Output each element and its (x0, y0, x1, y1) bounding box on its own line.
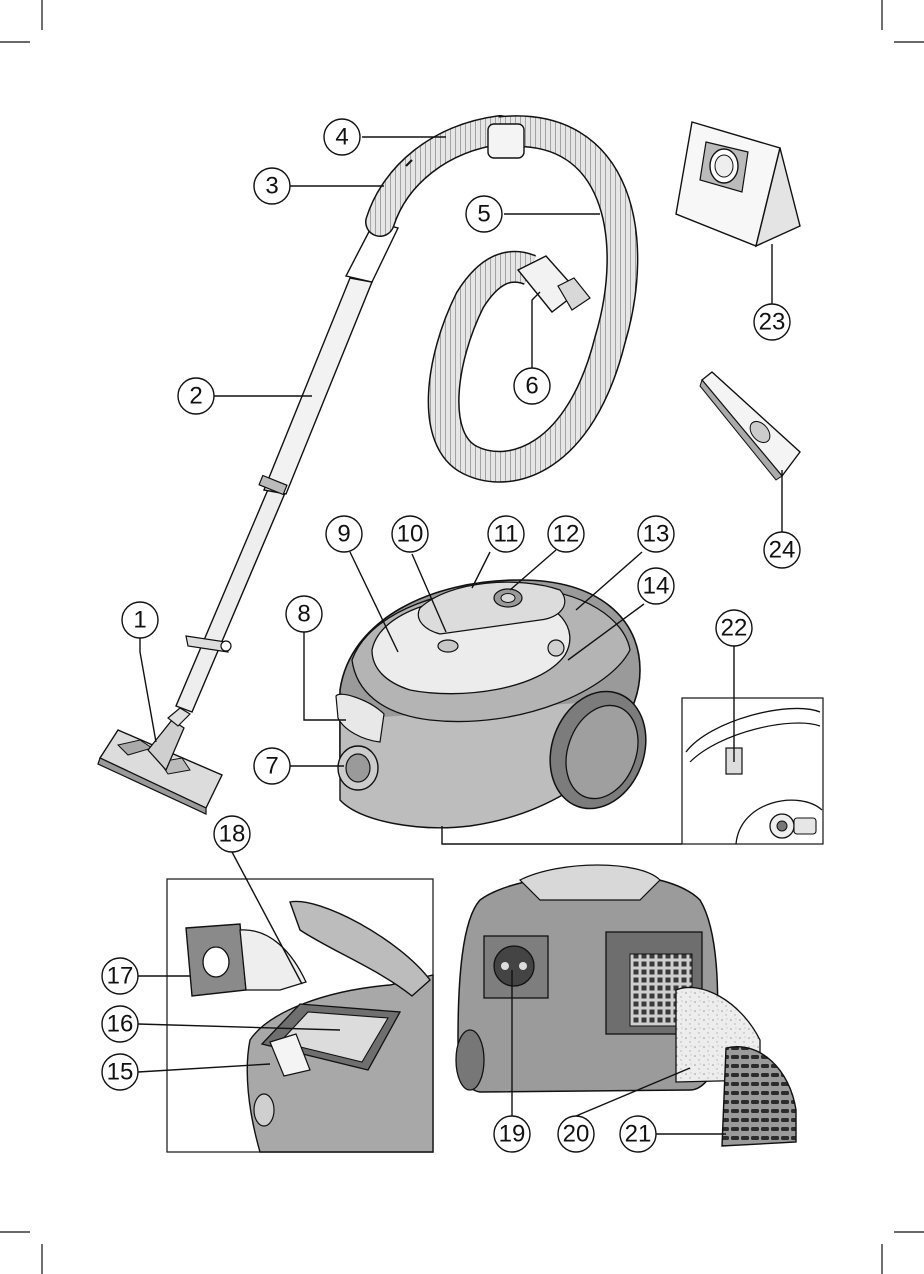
svg-text:13: 13 (643, 521, 670, 548)
svg-text:2: 2 (189, 383, 202, 410)
leader-lines (137, 136, 783, 1135)
callout-18: 18 (213, 815, 251, 853)
svg-text:24: 24 (769, 537, 796, 564)
hose-and-handle-illustration (365, 115, 639, 483)
callout-5: 5 (465, 195, 503, 233)
callout-6: 6 (513, 367, 551, 405)
callout-14: 14 (637, 567, 675, 605)
svg-text:7: 7 (265, 753, 278, 780)
svg-text:21: 21 (625, 1121, 652, 1148)
dust-bag-illustration (675, 121, 801, 248)
svg-text:10: 10 (397, 521, 424, 548)
detail-inset-dust-compartment (166, 878, 434, 1153)
svg-text:12: 12 (553, 521, 580, 548)
callout-17: 17 (101, 957, 139, 995)
callout-1: 1 (121, 601, 159, 639)
svg-text:19: 19 (499, 1121, 526, 1148)
svg-text:17: 17 (107, 963, 134, 990)
telescopic-tube-illustration (175, 221, 400, 713)
callout-4: 4 (323, 118, 361, 156)
callout-8: 8 (285, 595, 323, 633)
callout-2: 2 (177, 377, 215, 415)
callout-11: 11 (487, 515, 525, 553)
svg-text:11: 11 (494, 521, 519, 548)
callout-12: 12 (547, 515, 585, 553)
svg-text:18: 18 (219, 821, 246, 848)
svg-text:5: 5 (477, 201, 490, 228)
callout-9: 9 (325, 515, 363, 553)
svg-text:3: 3 (265, 173, 278, 200)
callout-20: 20 (557, 1115, 595, 1153)
svg-text:20: 20 (563, 1121, 590, 1148)
callout-16: 16 (101, 1005, 139, 1043)
svg-text:15: 15 (107, 1059, 134, 1086)
detail-inset-22 (441, 697, 824, 845)
callout-3: 3 (253, 167, 291, 205)
callout-13: 13 (637, 515, 675, 553)
svg-text:22: 22 (721, 615, 748, 642)
svg-text:9: 9 (337, 521, 350, 548)
callout-15: 15 (101, 1053, 139, 1091)
svg-text:1: 1 (133, 607, 146, 634)
callout-7: 7 (253, 747, 291, 785)
floor-nozzle-illustration (97, 707, 223, 815)
svg-text:8: 8 (297, 601, 310, 628)
callout-24: 24 (763, 531, 801, 569)
svg-text:4: 4 (335, 124, 348, 151)
callout-10: 10 (391, 515, 429, 553)
callout-23: 23 (753, 303, 791, 341)
callout-21: 21 (619, 1115, 657, 1153)
rear-view-illustration (455, 864, 797, 1147)
callout-22: 22 (715, 609, 753, 647)
crevice-nozzle-illustration (699, 371, 801, 481)
callout-19: 19 (493, 1115, 531, 1153)
svg-text:23: 23 (759, 309, 786, 336)
svg-text:6: 6 (525, 373, 538, 400)
svg-text:14: 14 (643, 573, 670, 600)
vacuum-main-body-illustration (335, 579, 647, 829)
svg-text:16: 16 (107, 1011, 134, 1038)
